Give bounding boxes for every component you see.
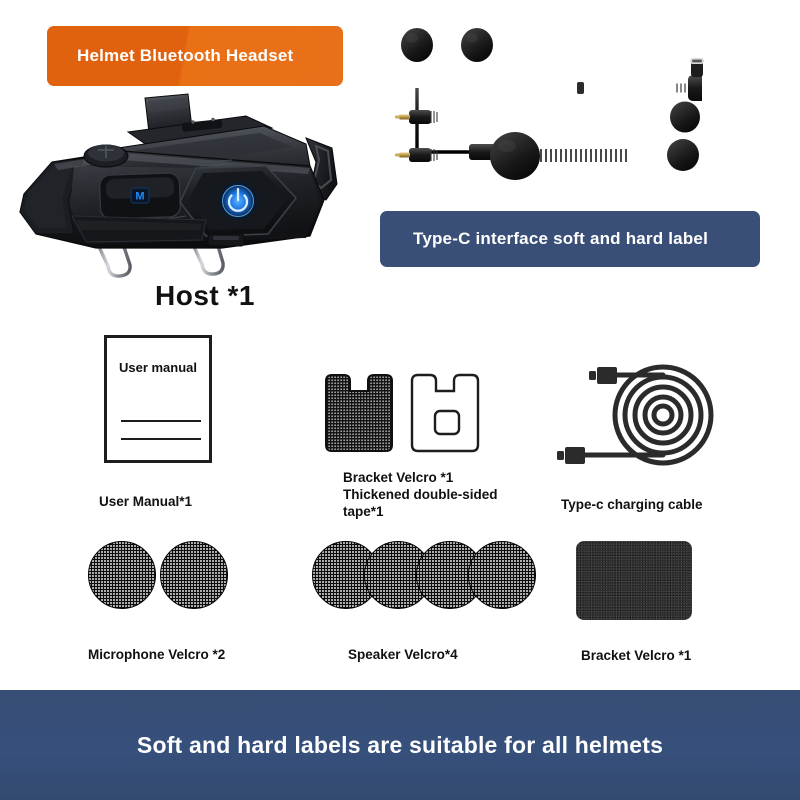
velcro-disc <box>468 541 536 609</box>
footer-banner: Soft and hard labels are suitable for al… <box>0 690 800 800</box>
host-device-illustration: M <box>10 88 360 288</box>
mode-button-label: M <box>135 191 144 203</box>
bracket-velcro-pad-illustration <box>576 541 692 620</box>
charging-cable-connector-a <box>589 367 617 384</box>
footer-banner-text: Soft and hard labels are suitable for al… <box>136 731 664 758</box>
speaker-extension-end <box>670 101 700 133</box>
speaker-left <box>401 28 433 62</box>
bracket-velcro-illustration <box>322 373 482 458</box>
subtitle-banner: Type-C interface soft and hard label <box>380 211 760 267</box>
microphone-head <box>667 139 699 171</box>
user-manual-rule-2 <box>121 438 201 440</box>
speaker-velcro-illustration <box>312 541 536 616</box>
user-manual-illustration: User manual <box>104 335 212 463</box>
cable-bead <box>577 82 584 94</box>
jack-housing <box>409 110 431 124</box>
host-caption: Host *1 <box>155 280 255 311</box>
helmet-mount-clips <box>94 234 225 278</box>
title-banner-text: Helmet Bluetooth Headset <box>77 46 294 65</box>
host-top-bracket <box>126 93 274 149</box>
bracket-velcro-pad-label: Bracket Velcro *1 <box>581 648 692 663</box>
velcro-disc <box>88 541 156 609</box>
user-manual-cover-title: User manual <box>118 360 198 375</box>
charging-cable-svg <box>557 364 714 466</box>
speaker-extension-cable <box>395 101 700 133</box>
speaker-right <box>461 28 493 62</box>
microphone-assembly <box>395 132 699 180</box>
title-banner: Helmet Bluetooth Headset <box>47 26 343 86</box>
mic-mount-disc <box>490 132 540 180</box>
bracket-velcro-tape-label: Bracket Velcro *1 Thickened double-sided… <box>343 470 498 519</box>
host-device-svg: M <box>19 93 338 278</box>
host-pivot-knob <box>83 144 129 168</box>
charging-cable-connector-b <box>557 447 585 464</box>
mic-gooseneck <box>540 149 627 162</box>
speaker-velcro-label: Speaker Velcro*4 <box>348 647 458 662</box>
power-symbol-icon <box>227 187 249 212</box>
power-button <box>179 165 298 237</box>
velcro-disc <box>160 541 228 609</box>
speaker-lead-assembly <box>401 28 704 154</box>
cable-kit-svg <box>395 28 704 180</box>
gold-tip <box>399 114 410 120</box>
user-manual-label: User Manual*1 <box>99 494 193 509</box>
bracket-velcro-svg <box>325 373 480 453</box>
user-manual-rule-1 <box>121 420 201 422</box>
cable-kit-illustration <box>385 25 725 195</box>
charging-cable-label: Type-c charging cable <box>561 497 703 512</box>
mode-button: M <box>98 172 182 220</box>
bracket-velcro-shape <box>325 374 393 452</box>
microphone-velcro-label: Microphone Velcro *2 <box>88 647 226 662</box>
charging-cable-illustration <box>553 360 723 470</box>
subtitle-banner-text: Type-C interface soft and hard label <box>413 229 708 248</box>
velcro-disc <box>364 541 432 609</box>
microphone-velcro-illustration <box>88 541 248 616</box>
type-c-connector-icon <box>688 58 704 101</box>
